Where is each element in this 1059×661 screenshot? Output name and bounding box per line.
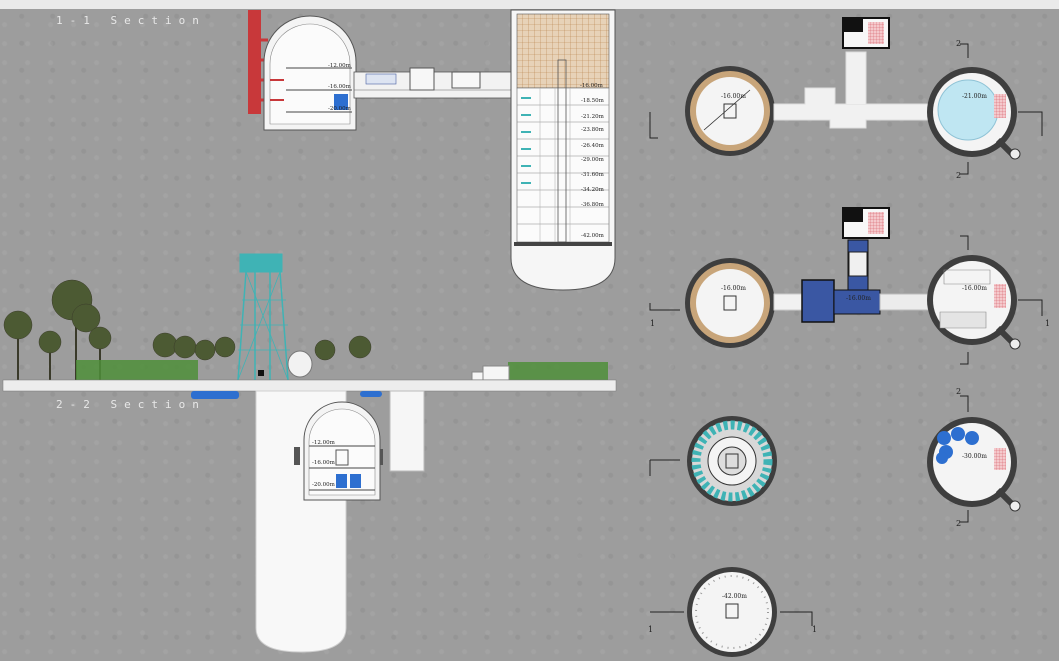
tower-level-10: -42.00m — [581, 233, 605, 239]
plan-4-level: -42.00m — [722, 593, 747, 600]
plan-1-left-level: -16.00m — [721, 93, 746, 100]
tree-group — [3, 279, 372, 380]
axis-2-top: 2 — [956, 39, 961, 48]
grass-left — [76, 360, 198, 380]
section-1-drawing: -12.00m -16.00m -20.00m — [248, 9, 616, 291]
tower-level-8: -34.20m — [581, 187, 605, 193]
plan-2-left-level: -16.00m — [721, 285, 746, 292]
landscape — [2, 253, 617, 399]
axis-1-left: 1 — [650, 319, 655, 328]
tower-level-9: -36.80m — [581, 202, 605, 208]
plan-row-4: 1 -42.00m 1 — [648, 567, 817, 657]
section-2-drawing: -12.00m -16.00m -20.00m — [255, 390, 425, 653]
section-1-title: 1-1 Section — [56, 14, 206, 27]
plan-2-blue-room-1 — [801, 279, 835, 323]
dome-level-1: -12.00m — [328, 63, 352, 69]
section-2-level-2: -16.00m — [312, 460, 336, 466]
connecting-corridor — [353, 67, 523, 99]
small-box — [258, 370, 264, 376]
dome-level-2: -16.00m — [328, 84, 352, 90]
section-2-level-1: -12.00m — [312, 440, 336, 446]
axis-1-row4-left: 1 — [648, 625, 653, 634]
dome-section: -12.00m -16.00m -20.00m — [263, 15, 357, 131]
vertical-tower: -16.00m -18.50m -21.20m -23.80m -26.40m … — [510, 9, 616, 291]
tower-level-4: -23.80m — [581, 127, 605, 133]
grass-right — [508, 362, 608, 380]
plan-2-right-level: -16.00m — [962, 285, 987, 292]
ground-line — [2, 379, 617, 392]
axis-1-right: 1 — [1045, 319, 1050, 328]
top-strip — [0, 0, 1059, 9]
plan-row-2: 1 -16.00m -16.00m -16.00m 1 — [649, 207, 1050, 365]
plan-2-blue-room-2 — [833, 289, 881, 315]
plan-row-3: -30.00m 2 2 — [649, 387, 1021, 528]
tower-level-5: -26.40m — [581, 143, 605, 149]
plan-row-1: -16.00m -21.00m 2 2 — [649, 17, 1043, 180]
blue-element-left — [191, 391, 239, 399]
section-2-level-3: -20.00m — [312, 482, 336, 488]
axis-2-row3-bottom: 2 — [956, 519, 961, 528]
plan-2-mid-level: -16.00m — [846, 295, 871, 302]
dome-section-2: -12.00m -16.00m -20.00m — [303, 401, 381, 501]
blue-element-right — [360, 391, 382, 397]
tower-level-1: -16.00m — [580, 83, 604, 89]
axis-2-row3-top: 2 — [956, 387, 961, 396]
axis-2-bottom: 2 — [956, 171, 961, 180]
tower-level-7: -31.60m — [581, 172, 605, 178]
red-structure — [248, 10, 261, 114]
plan-3-right-level: -30.00m — [962, 453, 987, 460]
tower-level-6: -29.00m — [581, 157, 605, 163]
side-block — [389, 390, 425, 472]
axis-1-row4-right: 1 — [812, 625, 817, 634]
tower-level-3: -21.20m — [581, 114, 605, 120]
section-2-title: 2-2 Section — [56, 398, 206, 411]
water-tower — [237, 253, 290, 381]
plan-1-right-level: -21.00m — [962, 93, 987, 100]
tower-level-2: -18.50m — [581, 98, 605, 104]
vehicle — [471, 365, 510, 381]
satellite-dish — [287, 350, 313, 378]
dome-level-3: -20.00m — [328, 106, 352, 112]
plan-3-tanks — [936, 427, 979, 464]
